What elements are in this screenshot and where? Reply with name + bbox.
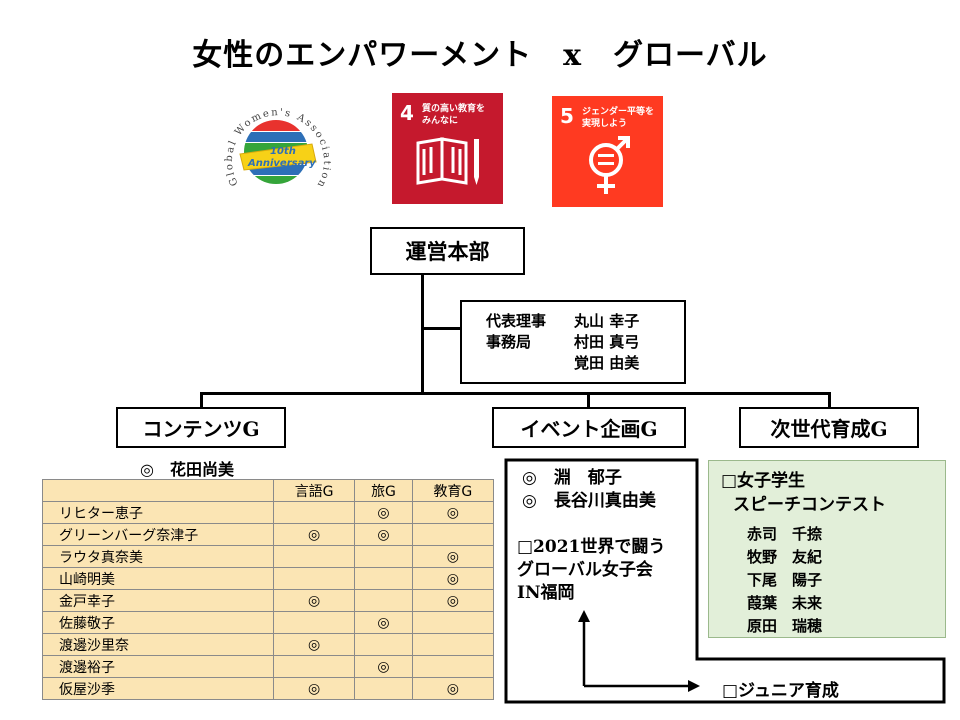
sdg-5-label-line2: 実現しよう xyxy=(582,119,628,129)
gender-equality-icon xyxy=(589,136,630,194)
member-name: 仮屋沙季 xyxy=(42,677,274,700)
logo-banner-line2: Anniversary xyxy=(247,158,316,169)
list-item: 赤司 千捺 xyxy=(747,525,823,543)
sdg-4-number: 4 xyxy=(400,101,414,125)
list-item: 葭葉 未来 xyxy=(747,594,823,612)
logo-banner-line1: 10th xyxy=(270,146,296,157)
officer-name: 村田 真弓 xyxy=(574,332,640,351)
connector-horizontal xyxy=(200,392,831,395)
contents-member-table: 言語G 旅G 教育G リヒター恵子◎◎ グリーンバーグ奈津子◎◎ ラウタ真奈美◎… xyxy=(42,479,495,700)
event-project-line: IN福岡 xyxy=(517,583,575,603)
sdg-4-label: 質の高い教育を みんなに xyxy=(422,103,485,127)
connector-event xyxy=(587,392,590,409)
connector-nextgen xyxy=(828,392,831,409)
member-mark: ◎ xyxy=(411,545,495,568)
table-row: グリーンバーグ奈津子◎◎ xyxy=(42,523,495,546)
sdg-5-number: 5 xyxy=(560,104,574,128)
event-project-line: グローバル女子会 xyxy=(517,560,653,580)
speech-contest-heading: □女子学生 スピーチコンテスト xyxy=(721,469,886,517)
connector-contents xyxy=(200,392,203,409)
member-mark: ◎ xyxy=(354,611,413,634)
book-pencil-icon xyxy=(416,137,479,185)
officers-box: 代表理事 丸山 幸子 事務局 村田 真弓 覚田 由美 xyxy=(460,300,686,384)
connector-hq-to-officers xyxy=(421,327,462,330)
officer-role: 事務局 xyxy=(486,332,532,351)
member-mark: ◎ xyxy=(272,523,356,546)
member-mark: ◎ xyxy=(411,677,495,700)
sdg-5-tile: 5 ジェンダー平等を 実現しよう xyxy=(552,96,663,207)
table-row: 仮屋沙季◎◎ xyxy=(42,677,495,700)
page-title: 女性のエンパワーメント x グローバル xyxy=(192,38,768,73)
member-mark: ◎ xyxy=(272,677,356,700)
speech-contest-heading-line1: □女子学生 xyxy=(721,471,806,491)
nextgen-group-box: 次世代育成G xyxy=(739,407,919,448)
headquarters-box: 運営本部 xyxy=(370,227,525,275)
officer-row: 事務局 村田 真弓 xyxy=(486,332,639,353)
speech-contest-heading-line2: スピーチコンテスト xyxy=(733,495,886,515)
contents-leader: ◎ 花田尚美 xyxy=(140,460,234,479)
gwa-10th-anniversary-logo: Global Women's Association 10th Annivers… xyxy=(218,88,334,208)
list-item: 原田 瑞穂 xyxy=(747,617,823,635)
officer-role: 代表理事 xyxy=(486,311,547,330)
member-mark xyxy=(354,677,413,700)
sdg-5-label-line1: ジェンダー平等を xyxy=(582,107,655,117)
table-header-cell: 旅G xyxy=(354,479,413,502)
event-leaders: ◎ 淵 郁子 ◎ 長谷川真由美 xyxy=(522,467,656,513)
officers-list: 代表理事 丸山 幸子 事務局 村田 真弓 覚田 由美 xyxy=(486,311,639,374)
event-leader: ◎ 淵 郁子 xyxy=(522,468,622,488)
event-group-box: イベント企画G xyxy=(492,407,686,448)
table-row: 渡邊沙里奈◎ xyxy=(42,633,495,656)
officer-name: 覚田 由美 xyxy=(574,353,640,372)
junior-development: □ジュニア育成 xyxy=(722,681,839,701)
table-header-cell: 教育G xyxy=(411,479,495,502)
member-mark: ◎ xyxy=(411,589,495,612)
list-item: 下尾 陽子 xyxy=(747,571,823,589)
speech-contest-members: 赤司 千捺 牧野 友紀 下尾 陽子 葭葉 未来 原田 瑞穂 xyxy=(747,523,822,638)
logo-graphic: Global Women's Association 10th Annivers… xyxy=(224,107,330,190)
connector-hq-down xyxy=(421,273,424,394)
sdg-5-label: ジェンダー平等を 実現しよう xyxy=(582,106,654,130)
event-leader: ◎ 長谷川真由美 xyxy=(522,491,656,511)
sdg-4-tile: 4 質の高い教育を みんなに xyxy=(392,93,503,204)
sdg-4-label-line1: 質の高い教育を xyxy=(422,104,486,114)
officer-name: 丸山 幸子 xyxy=(574,311,640,330)
sdg-4-label-line2: みんなに xyxy=(422,116,459,126)
officer-row: 代表理事 丸山 幸子 xyxy=(486,311,639,332)
event-project: □2021世界で闘う グローバル女子会 IN福岡 xyxy=(517,536,665,605)
speech-contest-panel: □女子学生 スピーチコンテスト 赤司 千捺 牧野 友紀 下尾 陽子 葭葉 未来 … xyxy=(708,460,946,638)
list-item: 牧野 友紀 xyxy=(747,548,823,566)
event-project-line: □2021世界で闘う xyxy=(517,537,666,557)
arrow-up-head xyxy=(578,610,590,622)
arrow-right-head xyxy=(688,680,700,692)
officer-row: 覚田 由美 xyxy=(486,353,639,374)
contents-group-box: コンテンツG xyxy=(116,407,286,448)
